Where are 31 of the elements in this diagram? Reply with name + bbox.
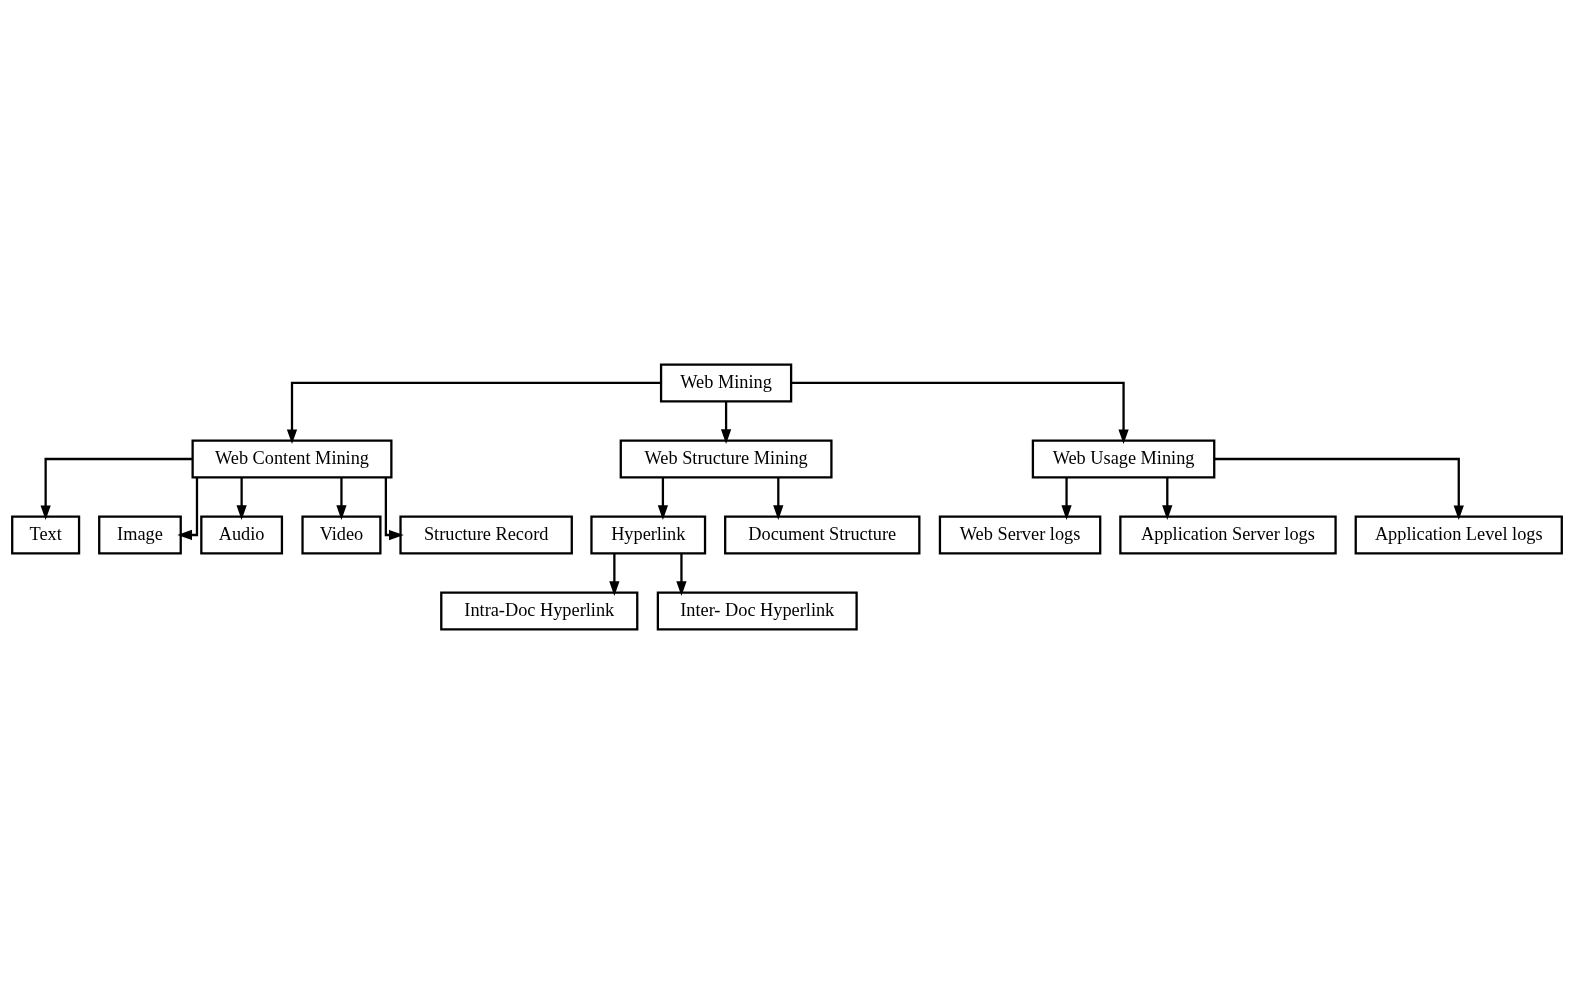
arrow (236, 476, 247, 520)
node-box: Document Structure (724, 515, 921, 554)
arrow (720, 400, 732, 444)
arrow (676, 552, 687, 596)
arrow (1214, 457, 1464, 520)
arrow (773, 476, 784, 520)
arrow (177, 476, 199, 540)
node-box: Audio (200, 515, 284, 554)
node-box: Web Content Mining (191, 439, 393, 478)
arrow (336, 476, 347, 520)
arrow (40, 457, 193, 520)
node-box: Web Structure Mining (619, 439, 833, 478)
node-box: Inter- Doc Hyperlink (656, 591, 858, 630)
arrow (384, 476, 404, 540)
arrow (1162, 476, 1173, 520)
node-box: Web Server logs (938, 515, 1102, 554)
node-box: Hyperlink (590, 515, 707, 554)
arrow (657, 476, 669, 520)
node-box: Application Level logs (1354, 515, 1563, 554)
node-box: Application Server logs (1119, 515, 1337, 554)
node-box: Web Mining (659, 363, 793, 402)
node-box: Video (301, 515, 382, 554)
node-box: Image (98, 515, 182, 554)
arrow (791, 381, 1129, 444)
arrow (1061, 476, 1072, 520)
node-box: Intra-Doc Hyperlink (440, 591, 639, 630)
node-box: Web Usage Mining (1031, 439, 1216, 478)
node-box: Text (11, 515, 81, 554)
node-box: Structure Record (399, 515, 573, 554)
arrow (609, 552, 620, 596)
arrow (286, 381, 661, 444)
